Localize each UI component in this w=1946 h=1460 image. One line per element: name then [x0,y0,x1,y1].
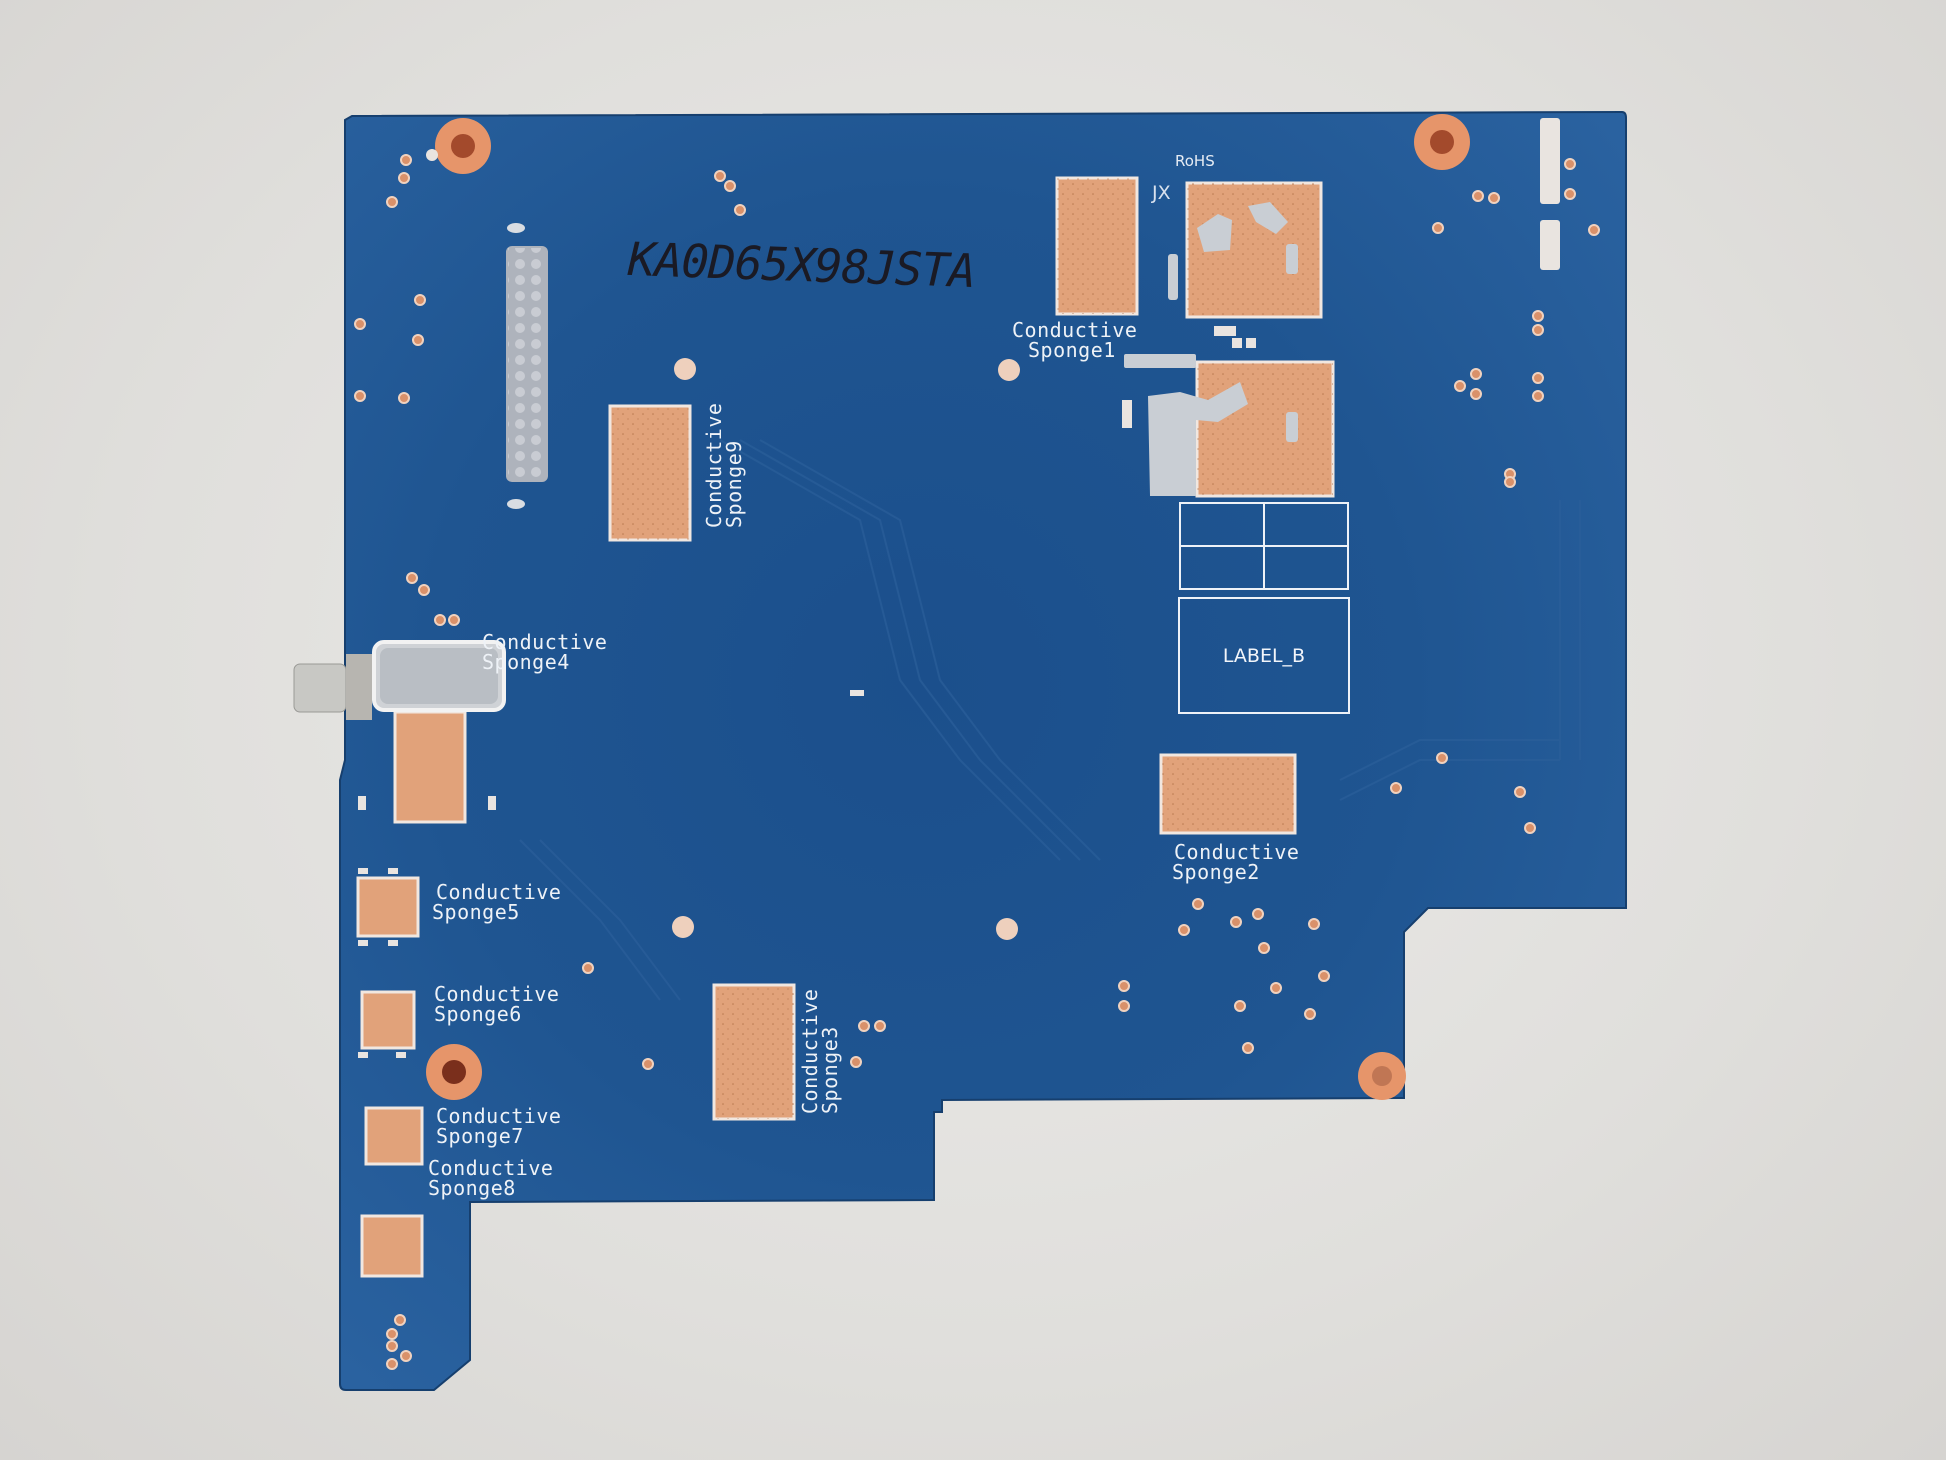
sponge6-label-line1: Conductive [434,982,560,1006]
sponge3-label-line2: Sponge3 [818,1026,842,1114]
jx-marking: JX [1152,182,1171,204]
sponge8-label-line1: Conductive [428,1156,554,1180]
sponge2-label-line1: Conductive [1174,840,1300,864]
test-points [354,154,1600,1370]
sponge5-label-line2: Sponge5 [432,900,520,924]
silk-table [1179,502,1349,590]
sponge1-label-line2: Sponge1 [1028,338,1116,362]
trace-region [519,439,1581,1001]
sponge9-label-line1: Conductive [702,402,726,528]
sponge9-label-line2: Sponge9 [722,440,746,528]
label-b-box: LABEL_B [1178,597,1350,714]
sponge2-label-line2: Sponge2 [1172,860,1260,884]
sponge4-label-line2: Sponge4 [482,650,570,674]
sponge1-label-line1: Conductive [1012,318,1138,342]
shield-cutouts [1124,202,1298,496]
smd-components [358,118,1560,1058]
sponge3-label-line1: Conductive [798,988,822,1114]
mounting-holes [426,114,1470,1100]
sponge7-label-line1: Conductive [436,1104,562,1128]
rohs-marking: RoHS [1175,152,1215,170]
sponge8-label-line2: Sponge8 [428,1176,516,1200]
sponge6-label-line2: Sponge6 [434,1002,522,1026]
sponge5-label-line1: Conductive [436,880,562,904]
sponge7-label-line2: Sponge7 [436,1124,524,1148]
sponge4-label-line1: Conductive [482,630,608,654]
coax-connector [293,640,506,720]
